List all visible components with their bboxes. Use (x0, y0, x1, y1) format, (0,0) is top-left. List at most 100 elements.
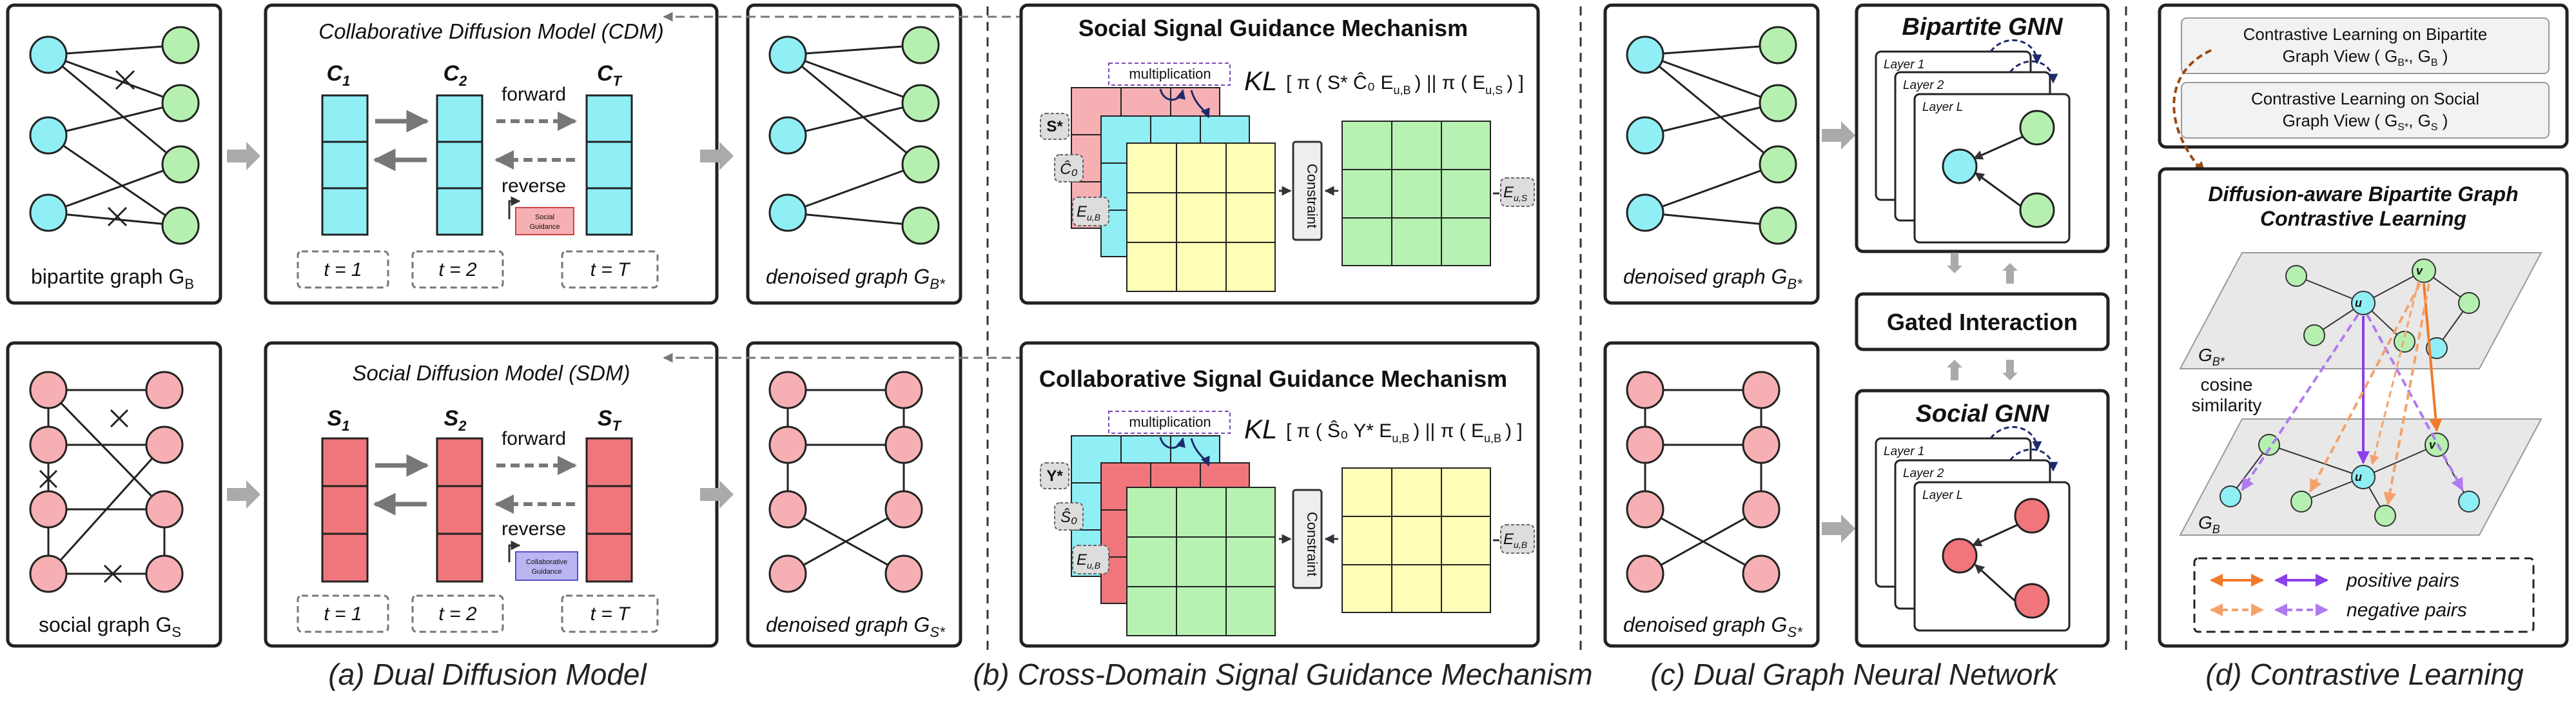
top-right-tag: E (1503, 184, 1514, 201)
gated-interaction-box (1855, 292, 2110, 351)
svg-text:[ π ( S* Ĉ₀ Eu,B) || π ( Eu,S): [ π ( S* Ĉ₀ Eu,B) || π ( Eu,S) ] (1286, 72, 1524, 97)
svg-text:Eu,B: Eu,B (1077, 551, 1100, 571)
cdm-ct: C (597, 61, 613, 86)
g-bottom-sub: B (2212, 523, 2220, 536)
top-kl-mid: ) || π ( E (1415, 72, 1486, 93)
bottom-kl-prefix: KL (1244, 414, 1277, 444)
denoised-b-sub: B* (930, 276, 946, 292)
cdm-t1: t = 1 (324, 259, 362, 280)
svg-text:CT: CT (597, 61, 623, 89)
svg-text:v: v (2416, 264, 2423, 277)
panel-c: denoised graph GB* denoised graph GS* Bi… (1603, 3, 2110, 691)
sdm-t1: t = 1 (324, 603, 362, 625)
arrow-social-to-sdm (227, 480, 260, 509)
bottom-tag-e-sub: u,B (1087, 560, 1100, 571)
bottom-tag-y: Y* (1046, 467, 1063, 485)
svg-text:denoised graph GS*: denoised graph GS* (766, 613, 946, 640)
social-label-sub: S (171, 624, 181, 640)
denoised-s-sub: S* (930, 624, 946, 640)
sdm-forward-label: forward (502, 428, 566, 449)
sgnn-layer2: Layer 2 (1903, 467, 1944, 480)
svg-text:Graph View ( GS*, GS ): Graph View ( GS*, GS ) (2283, 111, 2448, 133)
bipartite-label-sub: B (184, 276, 194, 292)
social-gnn-title: Social GNN (1916, 400, 2050, 427)
sdm-s1-sub: 1 (342, 418, 349, 434)
cl2-line2: Graph View ( G (2283, 111, 2398, 130)
svg-text:u: u (2355, 297, 2362, 309)
svg-text:GB*: GB* (2198, 345, 2225, 368)
cdm-columns (321, 94, 633, 236)
cdm-c1: C (327, 61, 343, 86)
arrow-sdm-to-denoised (700, 480, 734, 509)
bottom-kl-mid: ) || π ( E (1413, 420, 1484, 442)
bottom-v-label: v (2429, 438, 2436, 451)
arrow-cdm-to-denoised (700, 142, 734, 170)
bottom-tag-s: Ŝ₀ (1060, 508, 1077, 526)
arrow-to-bipartite-gnn (1822, 121, 1855, 150)
svg-text:Eu,B: Eu,B (1503, 531, 1527, 550)
svg-text:denoised graph GB*: denoised graph GB* (766, 265, 946, 292)
sdm-reverse-label: reverse (502, 518, 566, 540)
panel-d: Contrastive Learning on Bipartite Graph … (2158, 3, 2569, 691)
cdm-t2: t = 2 (438, 259, 477, 280)
collaborative-guidance-line1: Collaborative (526, 558, 567, 566)
top-matrix-stack (1071, 87, 1276, 292)
bottom-kl-sub1: u,B (1392, 432, 1409, 445)
sdm-t1-box (297, 594, 389, 633)
top-right-tag-sub: u,S (1514, 193, 1528, 203)
cdm-ct-sub: T (613, 73, 623, 89)
social-nodes (29, 371, 184, 593)
sdm-st-sub: T (612, 418, 622, 434)
top-v-label: v (2416, 264, 2423, 277)
social-signal-title: Social Signal Guidance Mechanism (1078, 15, 1468, 41)
sdm-t2: t = 2 (438, 603, 477, 625)
social-guidance-box (515, 207, 574, 235)
svg-text:GB: GB (2198, 513, 2220, 536)
svg-text:S1: S1 (327, 406, 350, 434)
cl2-sub-b: S (2431, 122, 2438, 133)
caption-d: (d) Contrastive Learning (2205, 658, 2524, 691)
bottom-matrix-stack (1071, 435, 1276, 636)
gated-interaction-label: Gated Interaction (1887, 309, 2078, 335)
top-kl-prefix: KL (1244, 66, 1277, 96)
top-constraint-box (1292, 141, 1323, 241)
cl2-line1: Contrastive Learning on Social (2251, 89, 2479, 108)
denoised-b-label: denoised graph G (766, 265, 930, 288)
sdm-tT-box (561, 594, 659, 633)
top-tag-c: Ĉ₀ (1060, 160, 1077, 178)
svg-text:Graph View ( GB*, GB ): Graph View ( GB*, GB ) (2283, 46, 2448, 68)
bottom-constraint-box (1292, 489, 1323, 589)
top-kl-sub2: u,S (1485, 84, 1503, 97)
g-bottom-label: G (2198, 513, 2212, 533)
bgnn-layerL: Layer L (1922, 101, 1963, 114)
top-u-label: u (2355, 297, 2362, 309)
legend-negative: negative pairs (2347, 600, 2467, 621)
collaborative-guidance-line2: Guidance (531, 568, 561, 576)
svg-text:C2: C2 (444, 61, 468, 89)
panel-a: bipartite graph GB (6, 3, 1043, 691)
svg-text:u: u (2355, 471, 2362, 484)
bgnn-layer2: Layer 2 (1903, 79, 1944, 92)
social-guidance-line1: Social (535, 213, 554, 221)
top-kl-body: [ π ( S* Ĉ₀ E (1286, 72, 1394, 93)
collab-signal-title: Collaborative Signal Guidance Mechanism (1039, 366, 1507, 392)
cl-bipartite-view (2181, 17, 2550, 74)
svg-text:S2: S2 (444, 406, 467, 434)
cdm-title: Collaborative Diffusion Model (CDM) (318, 19, 664, 43)
legend-positive: positive pairs (2346, 570, 2459, 591)
top-tag-e-sub: u,B (1087, 212, 1100, 222)
sdm-st: S (598, 406, 612, 431)
cdm-c1-sub: 1 (342, 73, 350, 89)
cosine-line2: similarity (2192, 395, 2262, 415)
bottom-constraint: Constraint (1304, 512, 1320, 576)
sgnn-layer1: Layer 1 (1884, 445, 1924, 458)
bottom-kl-sub2: u,B (1484, 432, 1501, 445)
sdm-s2: S (444, 406, 459, 431)
cdm-forward-label: forward (502, 84, 566, 105)
bipartite-removed-edges (107, 70, 135, 227)
top-constraint: Constraint (1304, 164, 1320, 228)
cl1-sub-b: B (2431, 57, 2438, 68)
bgnn-layer1: Layer 1 (1884, 58, 1924, 72)
sdm-s2-sub: 2 (458, 418, 467, 434)
